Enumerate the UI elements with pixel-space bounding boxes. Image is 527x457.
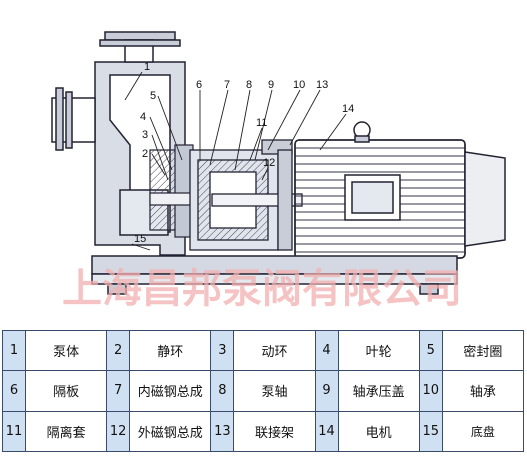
legend-label: 隔离套 xyxy=(24,410,108,453)
motor xyxy=(294,121,506,259)
legend-label: 密封圈 xyxy=(441,329,525,372)
legend-label: 底盘 xyxy=(441,410,525,453)
legend-number: 11 xyxy=(2,410,26,453)
legend-number: 5 xyxy=(418,329,443,372)
callout-5: 5 xyxy=(150,90,156,102)
magnetic-coupling xyxy=(189,139,303,251)
callout-1: 1 xyxy=(144,61,150,73)
legend-row: 11 隔离套 12 外磁钢总成 13 联接架 14 电机 15 底盘 xyxy=(2,410,525,453)
legend-number: 12 xyxy=(106,410,131,453)
leader-lines xyxy=(124,71,347,251)
base-plate xyxy=(91,255,458,295)
legend-number: 9 xyxy=(314,370,339,412)
callout-12: 12 xyxy=(263,157,275,169)
pump-cross-section-drawing: 1 2 3 4 5 6 7 8 9 10 11 12 13 14 15 上海昌邦… xyxy=(51,31,506,312)
legend-label: 动环 xyxy=(233,329,316,372)
legend-label: 轴承 xyxy=(441,370,525,412)
legend-number: 6 xyxy=(2,370,26,412)
callout-11: 11 xyxy=(256,117,267,129)
legend-number: 8 xyxy=(210,370,235,412)
callout-4: 4 xyxy=(140,111,146,123)
callout-6: 6 xyxy=(196,79,202,91)
legend-number: 4 xyxy=(314,329,339,372)
legend-number: 2 xyxy=(106,329,131,372)
legend-number: 15 xyxy=(418,410,443,453)
callout-15: 15 xyxy=(134,233,146,245)
legend-label: 内磁钢总成 xyxy=(129,370,212,412)
legend-label: 静环 xyxy=(129,329,212,372)
inlet-flange xyxy=(51,87,96,151)
legend-label: 电机 xyxy=(337,410,420,453)
callout-9: 9 xyxy=(268,79,274,91)
callout-10: 10 xyxy=(293,79,305,91)
callout-13: 13 xyxy=(316,79,328,91)
callout-7: 7 xyxy=(224,79,230,91)
legend-label: 外磁钢总成 xyxy=(129,410,212,453)
legend-number: 1 xyxy=(2,329,26,372)
callout-3: 3 xyxy=(142,129,148,141)
legend-label: 叶轮 xyxy=(337,329,420,372)
callout-8: 8 xyxy=(246,79,252,91)
legend-number: 10 xyxy=(418,370,443,412)
parts-legend-table: 1 泵体 2 静环 3 动环 4 叶轮 5 密封圈 6 隔板 7 内磁钢总成 8… xyxy=(2,329,525,453)
legend-label: 泵体 xyxy=(24,329,108,372)
callout-2: 2 xyxy=(142,148,148,160)
legend-label: 泵轴 xyxy=(233,370,316,412)
legend-label: 轴承压盖 xyxy=(337,370,420,412)
legend-number: 13 xyxy=(210,410,235,453)
company-watermark: 上海昌邦泵阀有限公司 xyxy=(62,266,462,312)
callout-labels: 1 2 3 4 5 6 7 8 9 10 11 12 13 14 15 xyxy=(134,61,354,245)
legend-number: 7 xyxy=(106,370,131,412)
legend-number: 3 xyxy=(210,329,235,372)
callout-14: 14 xyxy=(342,103,354,115)
legend-label: 联接架 xyxy=(233,410,316,453)
legend-row: 6 隔板 7 内磁钢总成 8 泵轴 9 轴承压盖 10 轴承 xyxy=(2,370,525,412)
legend-number: 14 xyxy=(314,410,339,453)
outlet-flange xyxy=(99,31,181,63)
legend-row: 1 泵体 2 静环 3 动环 4 叶轮 5 密封圈 xyxy=(2,329,525,372)
legend-label: 隔板 xyxy=(24,370,108,412)
